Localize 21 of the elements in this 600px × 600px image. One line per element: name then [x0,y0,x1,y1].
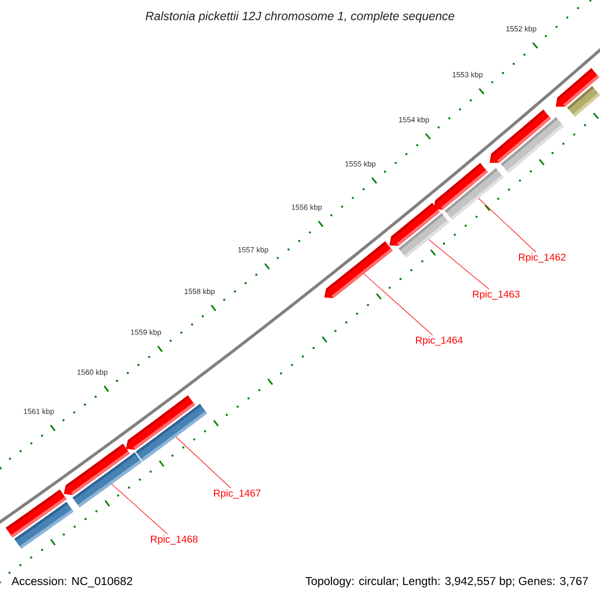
gene-feature [444,168,504,220]
gene-label: Rpic_1462 [519,253,566,263]
gene-label: Rpic_1467 [214,489,260,499]
leader-line [364,274,433,336]
gene-feature [500,117,564,174]
leader-line [112,484,168,534]
gene-feature [324,241,393,298]
gene-feature [72,452,142,508]
leader-line [176,436,232,488]
title: Ralstonia pickettii 12J chromosome 1, complete sequence [146,11,454,23]
gene-label: Rpic_1468 [151,535,198,545]
gene-feature [567,86,600,117]
gene-label: Rpic_1463 [473,290,520,300]
leader-line [428,239,490,290]
gene-feature [136,404,208,462]
accession-text: Accession: NC_010682 [12,576,132,588]
summary-text: Topology: circular; Length: 3,942,557 bp; Genes: 3,767 [306,576,588,588]
leader-line [478,198,536,252]
gene-feature [398,213,450,258]
gene-feature [14,502,74,549]
gene-label: Rpic_1464 [416,336,463,346]
